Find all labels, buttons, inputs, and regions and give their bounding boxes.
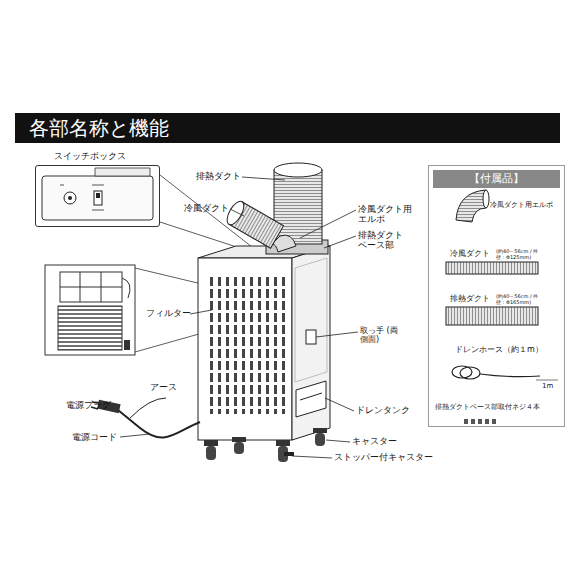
stopper: [284, 452, 294, 456]
leader-line: [120, 434, 150, 437]
part-label: 排熱ダクト ベース部: [358, 230, 408, 251]
drain-tank-grip: [300, 393, 322, 400]
screws: [464, 419, 496, 424]
screw: [492, 419, 496, 424]
switch-panel: [42, 176, 153, 220]
power-switch: [94, 191, 102, 205]
exhaust-duct-opening: [274, 163, 322, 177]
caster-mount: [276, 440, 290, 446]
tick: [60, 185, 64, 186]
knob-center: [68, 196, 72, 200]
filter-grille: [58, 306, 122, 350]
part-label: キャスター: [352, 436, 397, 446]
caster-mount: [204, 440, 218, 446]
inset-heading: スイッチボックス: [54, 150, 126, 162]
accessory-label: 1m: [542, 382, 553, 390]
part-label: 電源コード: [72, 432, 117, 442]
dimension-line: [536, 380, 558, 381]
leader-line: [324, 236, 356, 248]
switch-lid: [95, 168, 150, 176]
accessory-label: ドレンホース（約１m）: [455, 345, 543, 354]
earth-wire: [130, 398, 166, 418]
part-label: 電源プラグ: [66, 400, 111, 410]
screw: [471, 419, 475, 424]
accessory-label: 冷風ダクト用エルボ: [490, 201, 553, 209]
panel-heading: 【付属品】: [433, 170, 560, 188]
inset-line: [160, 175, 252, 247]
filter-latch: [124, 340, 130, 350]
part-label: 排熱ダクト: [196, 171, 241, 181]
accessory-label: 排熱ダクトベース部取付ネジ４本: [435, 403, 540, 411]
tick: [92, 185, 104, 186]
switch-box-detail: [42, 168, 252, 252]
accessory-icons: [446, 190, 558, 424]
filter-edge: [122, 278, 130, 298]
drain-tank: [296, 381, 326, 417]
leader-line: [230, 209, 244, 216]
part-label: ストッパー付キャスター: [334, 452, 433, 462]
unit-front: [198, 258, 292, 440]
leader-line: [190, 310, 212, 314]
inset-frame: [45, 265, 135, 355]
part-label: アース: [150, 382, 177, 392]
cold-duct-icon: [446, 262, 538, 274]
screw: [464, 419, 468, 424]
front-grille: [205, 274, 285, 414]
caster: [234, 442, 244, 454]
cold-duct: [224, 199, 284, 249]
caster-mount: [232, 437, 246, 442]
hose-end: [480, 374, 540, 377]
side-panel: [295, 258, 327, 382]
elbow-opening: [483, 190, 489, 208]
title: 各部名称と機能: [29, 116, 169, 140]
part-label: 冷風ダクト用 エルボ: [358, 204, 416, 225]
title-band: 各部名称と機能: [15, 113, 560, 143]
leader-line: [325, 398, 354, 411]
part-label: ドレンタンク: [356, 405, 410, 415]
knob: [64, 192, 76, 204]
caster: [206, 446, 216, 460]
unit-side: [292, 246, 330, 440]
power-cord: [118, 410, 200, 438]
hose-coil: [460, 367, 480, 379]
tick: [92, 210, 104, 211]
power-switch-toggle: [96, 193, 100, 198]
cooler-unit: [91, 163, 330, 462]
filter-grid: [60, 287, 122, 288]
inset-line: [135, 268, 206, 285]
accessory-label: (約40～56cm / 外径：Φ165mm): [496, 294, 548, 306]
leader-line: [242, 177, 285, 180]
leader-line: [326, 440, 350, 442]
part-label: 取っ手 (両側面): [360, 326, 404, 344]
leader-lines: [120, 177, 358, 458]
drain-hose-icon: [452, 366, 540, 379]
screw: [485, 419, 489, 424]
exhaust-duct: [274, 170, 322, 244]
leader-line: [300, 210, 356, 238]
accessory-label: 排熱ダクト: [450, 294, 490, 303]
screw: [478, 419, 482, 424]
part-label: フィルター: [146, 308, 191, 318]
handle: [306, 330, 316, 344]
part-label: 冷風ダクト: [184, 203, 229, 213]
leader-line: [316, 332, 358, 337]
caster-mount: [313, 428, 327, 433]
elbow-icon: [456, 190, 486, 222]
leader-line: [292, 456, 332, 458]
accessory-label: (約40～56cm / 外径：Φ125mm): [496, 249, 548, 261]
exhaust-duct-icon: [446, 307, 538, 325]
filter-frame: [60, 272, 122, 302]
inset-line: [135, 332, 206, 352]
filter-inset: [45, 265, 206, 355]
caster: [315, 433, 325, 446]
switch-box-inset: スイッチボックス: [35, 165, 160, 227]
accessory-label: 冷風ダクト: [450, 249, 490, 258]
